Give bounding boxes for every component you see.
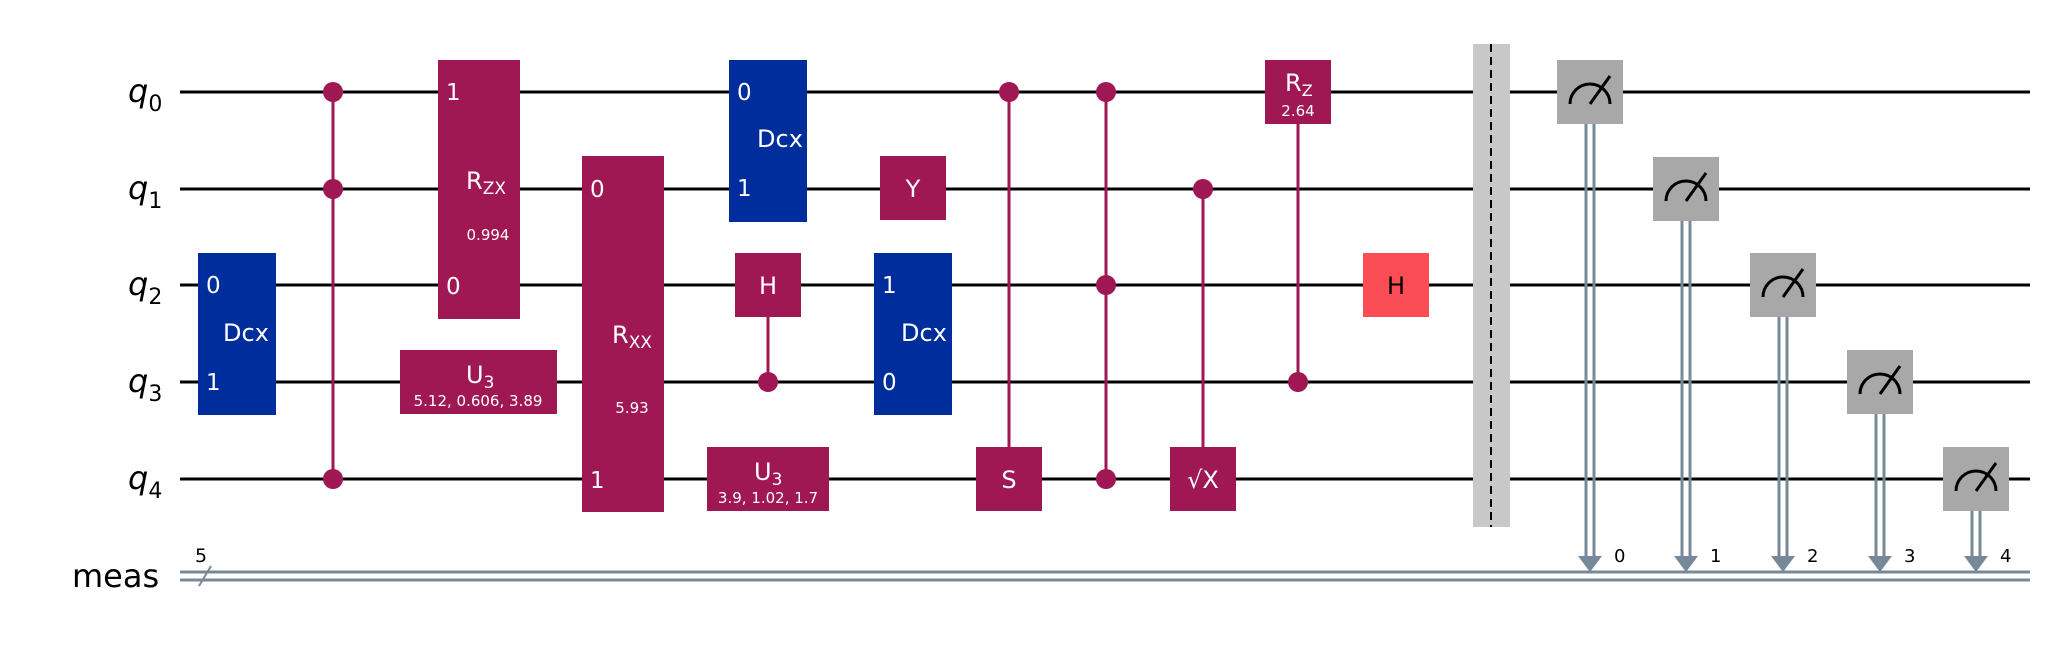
dcx-gate-2: 0 1 Dcx — [729, 60, 807, 222]
control-dot — [323, 179, 343, 199]
rzx-gate: 1 0 RZX 0.994 — [438, 60, 520, 319]
control-dot — [323, 469, 343, 489]
measure-gate-q2: 2 — [1750, 253, 1818, 572]
svg-text:1: 1 — [737, 176, 752, 202]
classical-wire — [180, 570, 2030, 582]
svg-text:0.994: 0.994 — [467, 226, 510, 244]
meas-bit-label: 0 — [1614, 546, 1625, 567]
register-slash — [198, 565, 212, 587]
dcx-gate-3: 1 0 Dcx — [874, 253, 952, 415]
controlled-rz-gate: RZ 2.64 — [1265, 60, 1331, 392]
svg-text:0: 0 — [446, 274, 461, 300]
svg-text:U3: U3 — [466, 361, 494, 393]
svg-text:0: 0 — [206, 273, 221, 299]
svg-text:1: 1 — [446, 80, 461, 106]
svg-text:1: 1 — [590, 468, 605, 494]
dcx-gate-1: 0 1 Dcx — [198, 253, 276, 415]
classical-register-label: meas — [72, 557, 159, 595]
svg-text:Dcx: Dcx — [757, 125, 803, 153]
svg-text:√X: √X — [1187, 466, 1219, 494]
measure-gate-q0: 0 — [1557, 60, 1625, 572]
meas-bit-label: 1 — [1710, 546, 1721, 567]
rxx-gate: 0 1 RXX 5.93 — [582, 156, 664, 512]
qubit-label-q1: q1 — [128, 169, 162, 214]
control-dot — [758, 372, 778, 392]
control-dot — [323, 82, 343, 102]
svg-text:RZ: RZ — [1285, 69, 1313, 100]
measure-gate-q1: 1 — [1653, 157, 1721, 572]
svg-text:1: 1 — [882, 273, 897, 299]
svg-text:RZX: RZX — [466, 167, 506, 199]
meas-bit-label: 4 — [2000, 546, 2011, 567]
svg-text:RXX: RXX — [612, 321, 652, 353]
y-gate: Y — [880, 156, 946, 220]
control-dot — [1288, 372, 1308, 392]
control-dot — [1096, 469, 1116, 489]
svg-text:H: H — [1387, 272, 1405, 300]
meas-bit-label: 2 — [1807, 546, 1818, 567]
svg-text:2.64: 2.64 — [1281, 102, 1314, 120]
control-dot — [1096, 275, 1116, 295]
ccz-connector — [1096, 82, 1116, 489]
u3-gate-2: U3 3.9, 1.02, 1.7 — [707, 447, 829, 511]
qubit-label-q4: q4 — [128, 459, 162, 504]
control-dot — [1096, 82, 1116, 102]
svg-text:0: 0 — [882, 370, 897, 396]
meas-bit-label: 3 — [1904, 546, 1915, 567]
svg-text:0: 0 — [737, 80, 752, 106]
measure-gate-q3: 3 — [1847, 350, 1915, 572]
svg-text:Dcx: Dcx — [901, 319, 947, 347]
qubit-label-q0: q0 — [128, 72, 162, 117]
svg-text:5.93: 5.93 — [615, 399, 648, 417]
h-gate: H — [1363, 253, 1429, 317]
control-dot — [1193, 179, 1213, 199]
svg-text:Dcx: Dcx — [223, 319, 269, 347]
controlled-sx-gate: √X — [1170, 179, 1236, 511]
svg-text:Y: Y — [905, 175, 921, 203]
svg-text:S: S — [1001, 466, 1016, 494]
multi-control-connector — [323, 82, 343, 489]
qubit-label-q2: q2 — [128, 265, 162, 310]
u3-gate-1: U3 5.12, 0.606, 3.89 — [400, 350, 557, 414]
svg-text:5.12, 0.606, 3.89: 5.12, 0.606, 3.89 — [414, 392, 543, 410]
qubit-label-q3: q3 — [128, 362, 162, 407]
controlled-h-gate: H — [735, 253, 801, 392]
register-size: 5 — [195, 545, 207, 567]
qubit-labels: q0 q1 q2 q3 q4 meas — [72, 72, 162, 595]
svg-text:1: 1 — [206, 370, 221, 396]
svg-text:U3: U3 — [754, 458, 782, 490]
measurements: 0 1 2 3 — [1557, 60, 2011, 572]
measure-gate-q4: 4 — [1943, 447, 2011, 572]
controlled-s-gate: S — [976, 82, 1042, 511]
barrier — [1473, 44, 1510, 527]
control-dot — [999, 82, 1019, 102]
svg-text:H: H — [759, 272, 777, 300]
svg-text:3.9, 1.02, 1.7: 3.9, 1.02, 1.7 — [718, 489, 818, 507]
svg-text:0: 0 — [590, 177, 605, 203]
